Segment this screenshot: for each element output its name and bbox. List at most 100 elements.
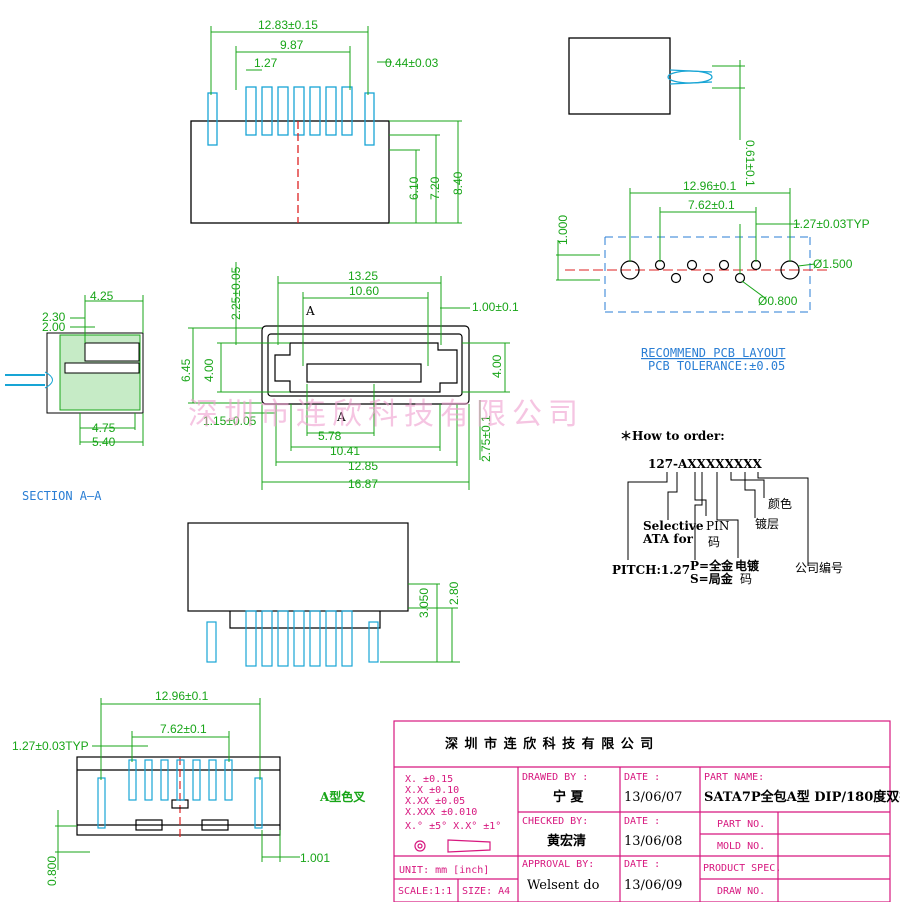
- order-title: ＊How to order:: [620, 429, 725, 443]
- side-view-dims: [380, 583, 460, 663]
- order-l1: Selective: [643, 519, 704, 533]
- side-view: [187, 522, 409, 667]
- dim-pcb-hole-large: Ø1.500: [813, 257, 853, 271]
- scale-label: SCALE:1:1: [398, 886, 452, 897]
- approval-value: Welsent do: [527, 878, 600, 893]
- dim-small-side: 0.61±0.1: [743, 140, 757, 187]
- dim-front-inner: 10.60: [349, 284, 379, 298]
- dim-bottom-width: 12.96±0.1: [155, 689, 209, 703]
- mold-no-label: MOLD NO.: [717, 841, 765, 852]
- dim-pcb-row: 1.000: [556, 215, 570, 245]
- pcb-layout: 12.96±0.1 7.62±0.1 1.27±0.03TYP 1.000 Ø1…: [556, 179, 870, 373]
- order-l2: ATA for: [642, 532, 694, 546]
- dim-section-b: 2.30: [42, 310, 66, 324]
- unit-label: UNIT: mm [inch]: [399, 865, 489, 876]
- order-l4: 码: [708, 535, 720, 549]
- order-l8: S=局金: [690, 571, 734, 586]
- dim-section-d: 4.75: [92, 421, 116, 435]
- bottom-view-dims: [55, 698, 300, 870]
- tol-4: X.XXX ±0.010: [405, 807, 477, 818]
- pcb-title: RECOMMEND PCB LAYOUT: [641, 346, 786, 360]
- title-block: [393, 720, 891, 902]
- dim-pcb-hole-small: Ø0.800: [758, 294, 798, 308]
- dim-front-d11: 12.85: [348, 459, 378, 473]
- order-l3: PIN: [706, 519, 729, 533]
- dim-front-d10: 10.41: [330, 444, 360, 458]
- dim-front-top: 2.25±0.05: [229, 266, 243, 320]
- order-l9: 电镀: [735, 558, 760, 573]
- section-view: 4.25 2.30 2.00 4.75 5.40 SECTION A—A: [5, 289, 144, 503]
- pcb-tolerance: PCB TOLERANCE:±0.05: [648, 359, 785, 373]
- dim-top-pitch: 1.27: [254, 56, 278, 70]
- dim-pcb-span: 7.62±0.1: [688, 198, 735, 212]
- dim-side-a: 3.050: [417, 588, 431, 618]
- product-spec-label: PRODUCT SPEC.: [703, 863, 781, 874]
- dim-top-span: 9.87: [280, 38, 304, 52]
- drawed-by-value: 宁 夏: [553, 789, 585, 805]
- tol-5: X.° ±5° X.X° ±1°: [405, 821, 501, 832]
- dim-front-d12: 16.87: [348, 477, 378, 491]
- watermark: 深圳市连欣科技有限公司: [188, 397, 584, 432]
- top-view-dims: [210, 26, 462, 224]
- dim-bottom-span: 7.62±0.1: [160, 722, 207, 736]
- dim-bottom-edge: 1.001: [300, 851, 330, 865]
- front-view: [261, 325, 470, 405]
- date-1: 13/06/07: [624, 790, 682, 805]
- dim-top-h2: 7.20: [428, 176, 442, 200]
- company-name: 深 圳 市 连 欣 科 技 有 限 公 司: [445, 736, 654, 752]
- date-label-3: DATE :: [624, 859, 660, 870]
- part-no-label: PART NO.: [717, 819, 765, 830]
- size-label: SIZE: A4: [462, 886, 510, 897]
- order-l11: PITCH:1.27: [612, 563, 690, 577]
- section-mark-bottom: A: [336, 410, 346, 424]
- order-l12: 公司编号: [795, 560, 843, 575]
- tol-3: X.XX ±0.05: [405, 796, 465, 807]
- order-guide: ＊How to order: 127-AXXXXXXXX Selective A…: [612, 429, 843, 586]
- dim-pcb-pitch: 1.27±0.03TYP: [793, 217, 870, 231]
- order-l6: 镀层: [755, 517, 779, 531]
- order-l7: P=全金: [690, 558, 734, 573]
- dim-top-h3: 8.40: [451, 171, 465, 195]
- date-3: 13/06/09: [624, 878, 682, 893]
- dim-top-h1: 6.10: [407, 176, 421, 200]
- order-l10: 码: [740, 572, 752, 586]
- part-name-label: PART NAME:: [704, 772, 764, 783]
- date-label-2: DATE :: [624, 816, 660, 827]
- order-code: 127-AXXXXXXXX: [648, 457, 763, 471]
- dim-front-height: 6.45: [179, 358, 193, 382]
- bottom-view: [76, 756, 281, 840]
- dim-front-slot-left: 4.00: [202, 358, 216, 382]
- small-side-dims: [712, 60, 745, 140]
- checked-by-label: CHECKED BY:: [522, 816, 588, 827]
- dim-pcb-width: 12.96±0.1: [683, 179, 737, 193]
- dim-section-c: 2.00: [42, 320, 66, 334]
- dim-front-d13: 2.75±0.1: [479, 415, 493, 462]
- tol-2: X.X ±0.10: [405, 785, 459, 796]
- dim-side-b: 2.80: [447, 581, 461, 605]
- part-name-value: SATA7P全包A型 DIP/180度双排: [704, 789, 900, 805]
- front-view-dims: [188, 262, 510, 490]
- dim-bottom-pitch: 1.27±0.03TYP: [12, 739, 89, 753]
- date-2: 13/06/08: [624, 834, 682, 849]
- dim-front-slot-right: 4.00: [490, 354, 504, 378]
- draw-no-label: DRAW NO.: [717, 886, 765, 897]
- dim-section-e: 5.40: [92, 435, 116, 449]
- drawed-by-label: DRAWED BY :: [522, 772, 588, 783]
- dim-section-a: 4.25: [90, 289, 114, 303]
- dim-top-width: 12.83±0.15: [258, 18, 318, 32]
- small-side-view: [568, 37, 713, 115]
- dim-front-edge: 1.00±0.1: [472, 300, 519, 314]
- approval-label: APPROVAL BY:: [522, 859, 594, 870]
- dim-front-wall: 1.15±0.05: [203, 414, 257, 428]
- section-mark-top: A: [305, 304, 315, 318]
- bottom-note: A型色叉: [319, 789, 366, 804]
- dim-front-outer: 13.25: [348, 269, 378, 283]
- top-view: [190, 86, 390, 224]
- date-label-1: DATE :: [624, 772, 660, 783]
- section-title: SECTION A—A: [22, 489, 102, 503]
- order-l5: 颜色: [768, 496, 792, 511]
- dim-bottom-row: 0.800: [45, 856, 59, 886]
- checked-by-value: 黄宏清: [547, 833, 586, 849]
- tol-1: X. ±0.15: [405, 774, 453, 785]
